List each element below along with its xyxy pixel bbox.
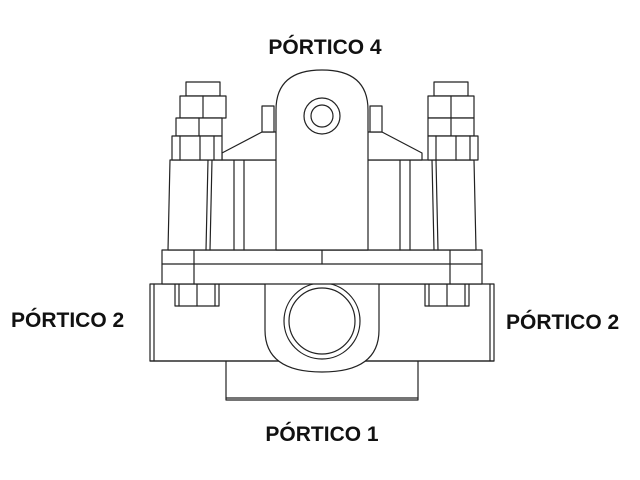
lower-port-boss xyxy=(265,272,379,372)
port-4-label: PÓRTICO 4 xyxy=(268,36,382,59)
left-lower-nut xyxy=(175,284,219,306)
right-lower-nut xyxy=(425,284,469,306)
left-bolt-stack xyxy=(172,82,226,160)
port-2-left-label: PÓRTICO 2 xyxy=(11,309,125,332)
port-4-tower xyxy=(276,70,368,250)
right-bolt-stack xyxy=(428,82,478,160)
port-2-right-label: PÓRTICO 2 xyxy=(506,311,620,334)
flange-plate xyxy=(162,250,482,284)
port-1-label: PÓRTICO 1 xyxy=(265,423,379,446)
